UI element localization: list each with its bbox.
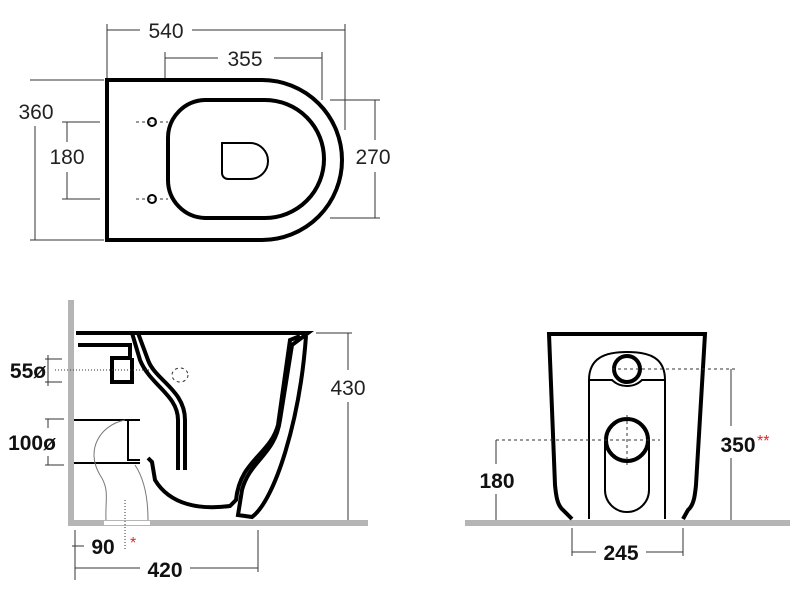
inlet-ledge xyxy=(589,379,665,387)
floor-side xyxy=(68,520,368,526)
dim-label-245: 245 xyxy=(603,542,638,565)
flush-hole xyxy=(171,367,189,383)
dimension-430: 430 xyxy=(316,332,366,520)
dimension-540: 540 xyxy=(106,20,346,130)
dim-label-355: 355 xyxy=(227,48,262,71)
dim-label-90: 90 xyxy=(91,536,114,559)
dimension-100: 100ø xyxy=(8,418,64,466)
note-marker-single: * xyxy=(130,535,136,552)
inlet-block xyxy=(78,343,134,384)
dimension-350: 350 ** xyxy=(720,369,769,520)
bowl-outline-top xyxy=(105,78,344,242)
dimension-420: 420 xyxy=(75,530,259,582)
dim-label-540: 540 xyxy=(148,20,183,43)
dimension-270: 270 xyxy=(330,99,391,219)
outlet-gap xyxy=(104,521,150,525)
back-recess xyxy=(588,350,666,519)
dim-label-55: 55ø xyxy=(10,360,46,383)
outlet-pipe xyxy=(74,419,140,464)
wall xyxy=(68,300,74,526)
dim-label-360: 360 xyxy=(18,101,53,124)
dimension-90: 90 * xyxy=(72,530,136,580)
outlet-connector xyxy=(93,419,149,521)
dimension-180-top: 180 xyxy=(49,121,100,200)
dim-label-430: 430 xyxy=(330,377,365,400)
dim-label-100: 100ø xyxy=(8,432,56,455)
outlet-slot xyxy=(604,440,650,513)
bowl-outline-front xyxy=(546,332,708,521)
dim-label-420: 420 xyxy=(147,559,182,582)
dim-label-350: 350 xyxy=(720,434,755,457)
bowl-profile xyxy=(76,331,314,520)
fixing-hole-bottom xyxy=(136,194,168,204)
dim-label-180-top: 180 xyxy=(49,146,84,169)
note-marker-double: ** xyxy=(757,433,769,450)
top-view: 540 355 360 180 270 xyxy=(18,20,391,242)
fixing-hole-top xyxy=(136,117,168,127)
dimension-180-front: 180 xyxy=(479,440,515,520)
side-view: 55ø 100ø 430 90 * 420 xyxy=(8,300,368,582)
dim-label-270: 270 xyxy=(355,146,390,169)
dimension-355: 355 xyxy=(164,48,323,100)
dim-label-180-front: 180 xyxy=(479,470,514,493)
front-view: 350 ** 180 245 xyxy=(465,332,790,565)
dimension-360: 360 xyxy=(18,79,104,241)
dimension-245: 245 xyxy=(571,528,684,565)
floor-front xyxy=(465,520,790,526)
drain-opening xyxy=(221,142,269,180)
dimension-55: 55ø xyxy=(10,355,62,386)
seat-opening xyxy=(166,98,326,220)
